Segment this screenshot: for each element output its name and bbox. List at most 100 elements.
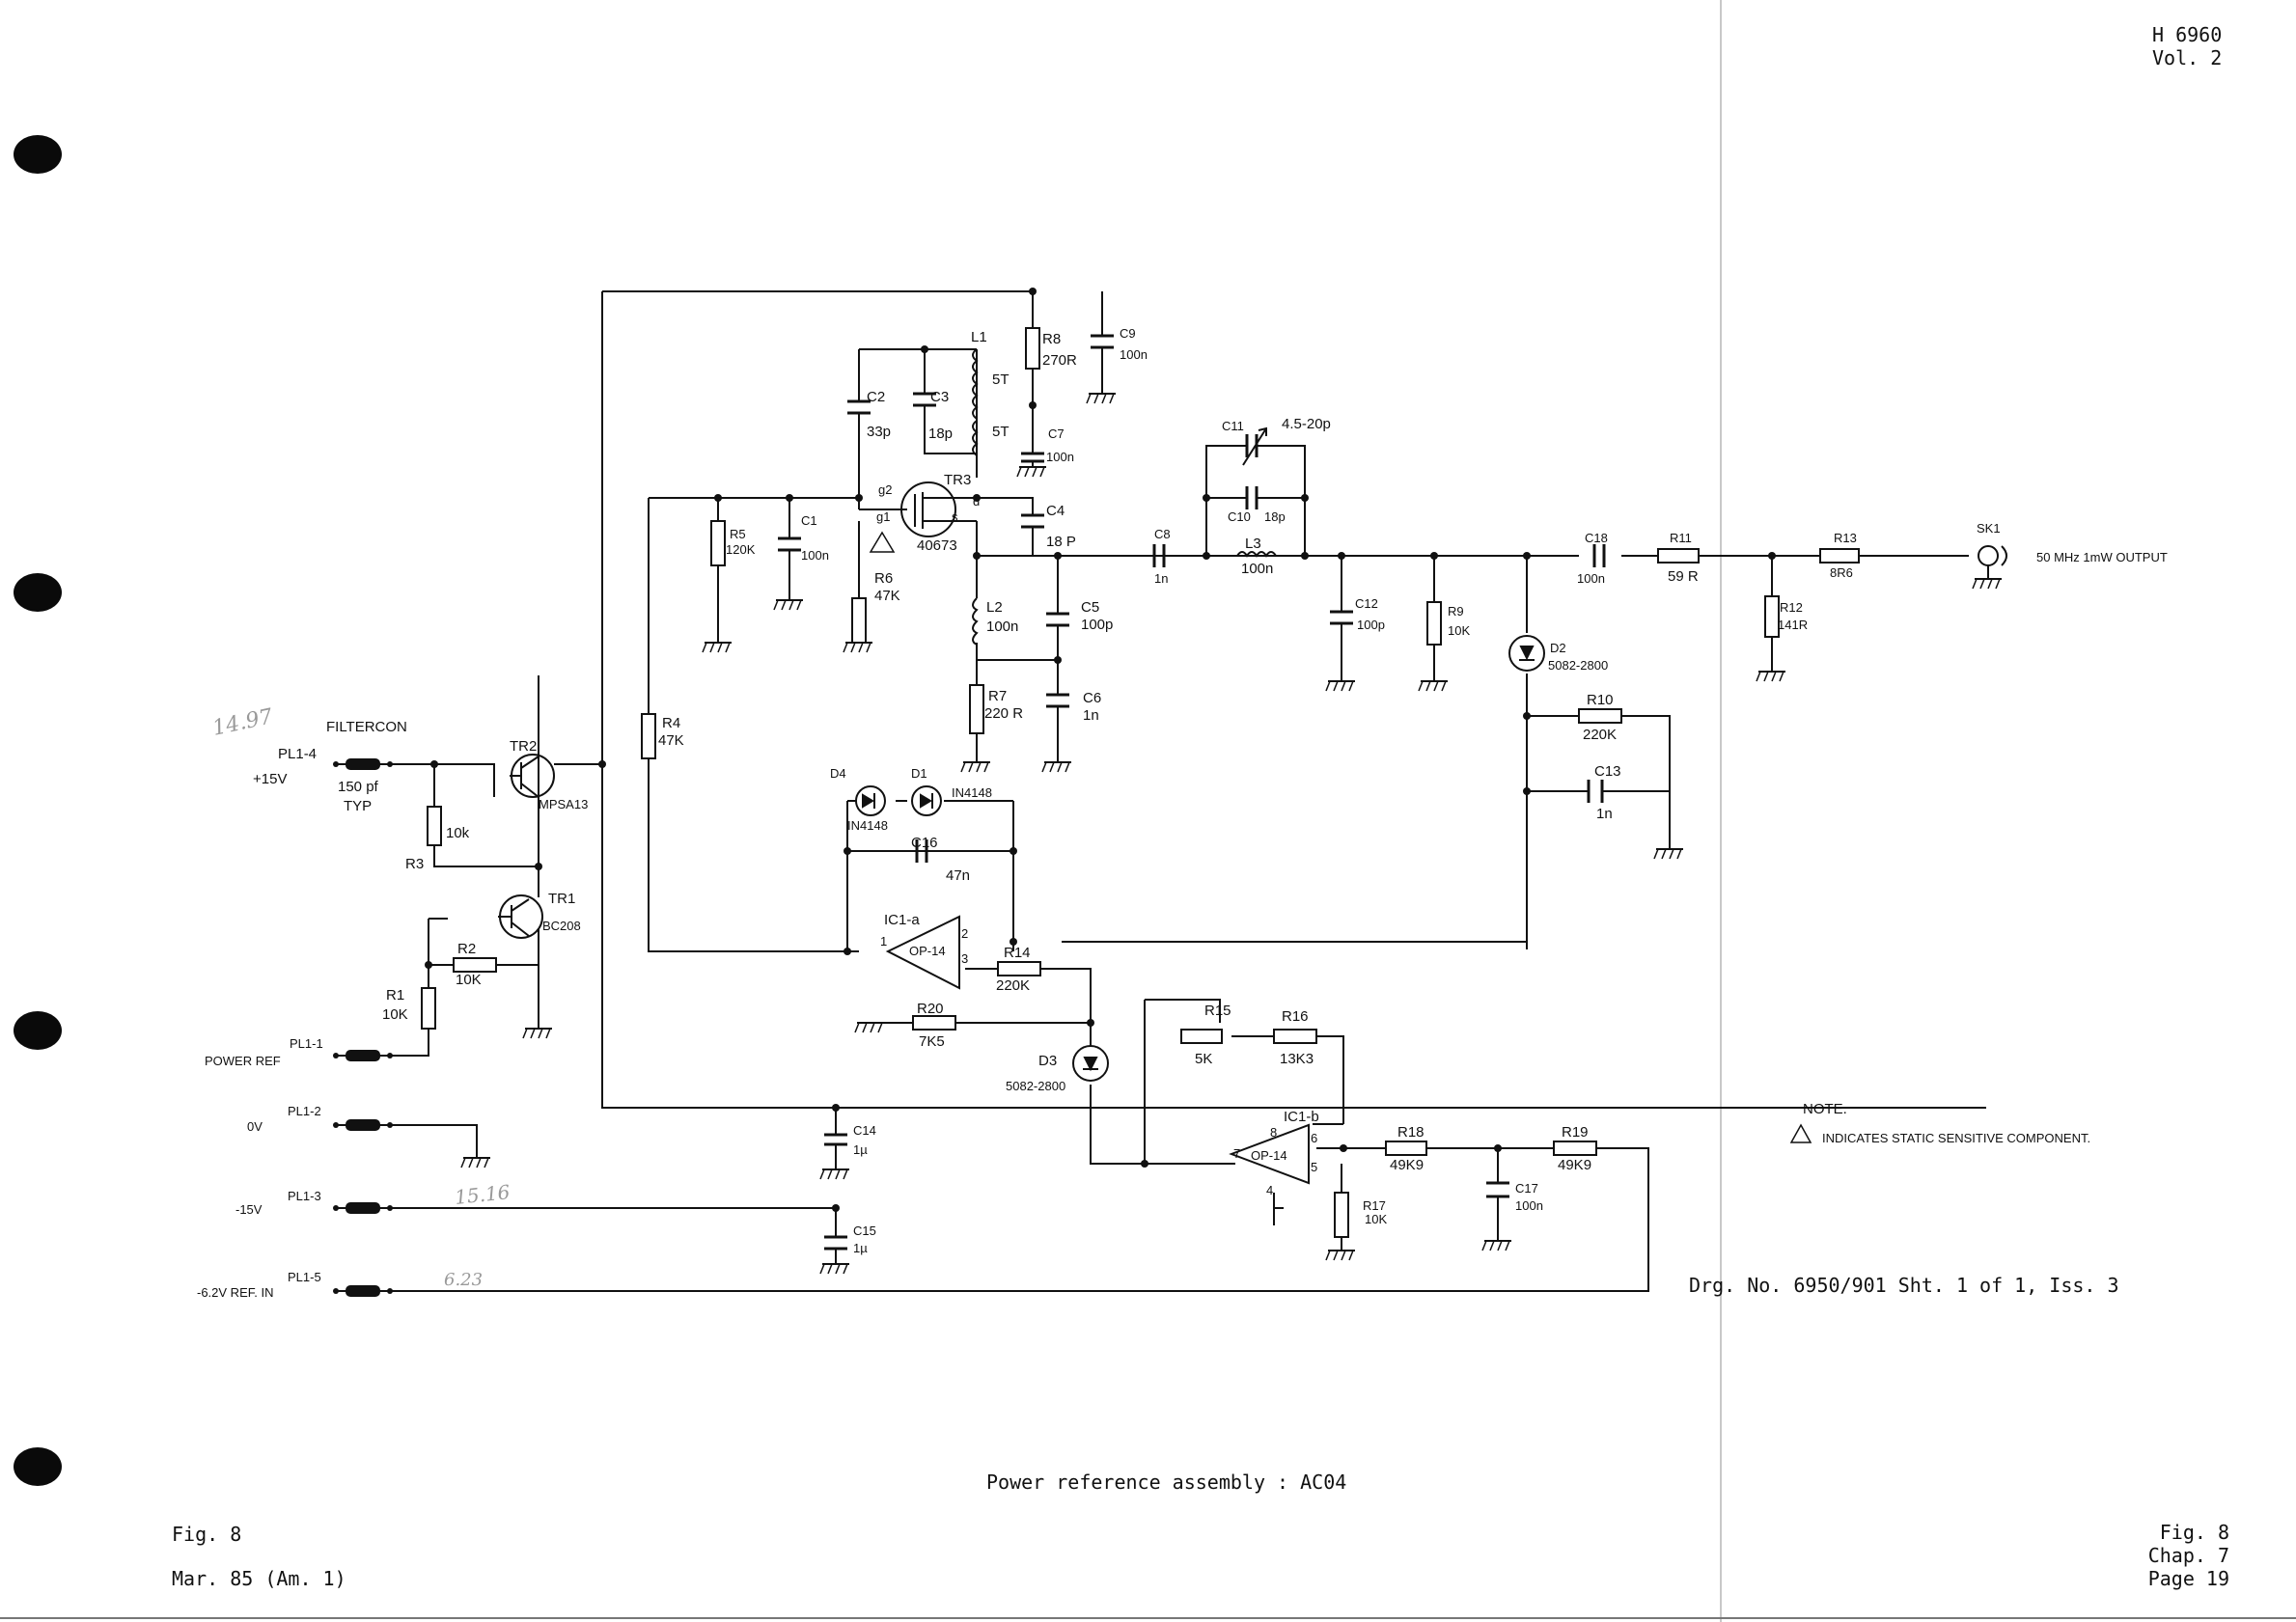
ic1a-label: IC1-a bbox=[884, 912, 920, 928]
drawing-number: Drg. No. 6950/901 Sht. 1 of 1, Iss. 3 bbox=[1689, 1274, 2119, 1297]
c16-label: C16 bbox=[911, 835, 938, 851]
r19-value: 49K9 bbox=[1558, 1157, 1591, 1173]
r14-value: 220K bbox=[996, 977, 1030, 994]
r11-label: R11 bbox=[1670, 531, 1692, 545]
c15-value: 1µ bbox=[853, 1241, 868, 1255]
ic1a-pin3: 3 bbox=[961, 951, 968, 966]
pl1-1-label: PL1-1 bbox=[290, 1036, 323, 1051]
static-warning-icon bbox=[869, 531, 896, 553]
c12-label: C12 bbox=[1355, 596, 1378, 611]
tr3-s: s bbox=[952, 509, 958, 524]
trimmer-arrow bbox=[1242, 426, 1267, 466]
r9-label: R9 bbox=[1448, 604, 1464, 619]
c11-value: 4.5-20p bbox=[1282, 416, 1331, 432]
r16-value: 13K3 bbox=[1280, 1051, 1314, 1067]
sk1-label: SK1 bbox=[1977, 521, 2001, 536]
filter-typ: TYP bbox=[344, 798, 372, 814]
r2-value: 10K bbox=[456, 972, 482, 988]
r17-label: R17 bbox=[1363, 1198, 1386, 1213]
tr3-g1: g1 bbox=[876, 509, 890, 524]
binder-hole bbox=[14, 1447, 62, 1486]
c14-value: 1µ bbox=[853, 1142, 868, 1157]
d1-type: IN4148 bbox=[952, 785, 992, 800]
c13-value: 1n bbox=[1596, 806, 1613, 822]
r6-value: 47K bbox=[874, 588, 900, 604]
l3-label: L3 bbox=[1245, 536, 1261, 552]
c7-label: C7 bbox=[1048, 426, 1065, 441]
footer-page: Page 19 bbox=[2147, 1567, 2229, 1590]
d4-type: IN4148 bbox=[847, 818, 888, 833]
d3-type: 5082-2800 bbox=[1006, 1079, 1065, 1093]
ic1b-type: OP-14 bbox=[1251, 1148, 1287, 1163]
r13-label: R13 bbox=[1834, 531, 1857, 545]
r5-label: R5 bbox=[730, 527, 746, 541]
l2-label: L2 bbox=[986, 599, 1003, 616]
note-text: INDICATES STATIC SENSITIVE COMPONENT. bbox=[1822, 1131, 2090, 1145]
binder-hole bbox=[14, 135, 62, 174]
c1-label: C1 bbox=[801, 513, 817, 528]
tr2-label: TR2 bbox=[510, 738, 537, 755]
pl1-2-label: PL1-2 bbox=[288, 1104, 321, 1118]
d1-label: D1 bbox=[911, 766, 927, 781]
filter-value: 150 pf bbox=[338, 779, 379, 795]
r14-label: R14 bbox=[1004, 945, 1031, 961]
c18-value: 100n bbox=[1577, 571, 1605, 586]
c4-value: 18 P bbox=[1046, 534, 1076, 550]
filtercon-connectors bbox=[332, 757, 394, 1298]
c6-value: 1n bbox=[1083, 707, 1099, 724]
footer-date: Mar. 85 (Am. 1) bbox=[172, 1567, 346, 1590]
pl1-1-net: POWER REF bbox=[205, 1054, 281, 1068]
c4-label: C4 bbox=[1046, 503, 1065, 519]
r19-label: R19 bbox=[1562, 1124, 1589, 1141]
tr3-label: TR3 bbox=[944, 472, 971, 488]
d3-label: D3 bbox=[1038, 1053, 1057, 1069]
l3-value: 100n bbox=[1241, 561, 1273, 577]
c2-label: C2 bbox=[867, 389, 885, 405]
r8-label: R8 bbox=[1042, 331, 1061, 347]
note-warning-icon bbox=[1789, 1123, 1812, 1143]
ic1a-pin1: 1 bbox=[880, 934, 887, 948]
ic1b-pin4: 4 bbox=[1266, 1183, 1273, 1197]
pl1-4-label: PL1-4 bbox=[278, 746, 317, 762]
r17-value: 10K bbox=[1365, 1212, 1387, 1226]
r13-value: 8R6 bbox=[1830, 565, 1853, 580]
tr3-d: d bbox=[973, 494, 980, 509]
pl1-3-net: -15V bbox=[235, 1202, 263, 1217]
r12-label: R12 bbox=[1780, 600, 1803, 615]
c16-value: 47n bbox=[946, 867, 970, 884]
tr3-g2: g2 bbox=[878, 482, 892, 497]
l1-turns-1: 5T bbox=[992, 371, 1010, 388]
resistor-bodies bbox=[421, 327, 1860, 1238]
c5-value: 100p bbox=[1081, 617, 1113, 633]
footer-figure-left: Fig. 8 bbox=[172, 1523, 242, 1546]
r4-label: R4 bbox=[662, 715, 680, 731]
d2-type: 5082-2800 bbox=[1548, 658, 1608, 673]
transistor-symbols bbox=[498, 481, 977, 939]
handwritten-6-23: 6.23 bbox=[444, 1270, 483, 1290]
c18-label: C18 bbox=[1585, 531, 1608, 545]
r4-value: 47K bbox=[658, 732, 684, 749]
c12-value: 100p bbox=[1357, 618, 1385, 632]
d2-label: D2 bbox=[1550, 641, 1566, 655]
wires bbox=[390, 290, 1986, 1292]
binder-hole bbox=[14, 573, 62, 612]
note-title: NOTE. bbox=[1803, 1101, 1847, 1117]
binder-hole bbox=[14, 1011, 62, 1050]
page-bottom-edge bbox=[0, 1617, 2296, 1619]
footer-chapter: Chap. 7 bbox=[2147, 1544, 2229, 1567]
c7-value: 100n bbox=[1046, 450, 1074, 464]
r15-value: 5K bbox=[1195, 1051, 1212, 1067]
footer-figure-right: Fig. 8 bbox=[2159, 1521, 2229, 1544]
tr1-type: BC208 bbox=[542, 919, 581, 933]
d4-label: D4 bbox=[830, 766, 846, 781]
c17-value: 100n bbox=[1515, 1198, 1543, 1213]
tr3-type: 40673 bbox=[917, 537, 957, 554]
r3-value: 10k bbox=[446, 825, 470, 841]
figure-caption: Power reference assembly : AC04 bbox=[986, 1471, 1347, 1494]
c6-label: C6 bbox=[1083, 690, 1101, 706]
r10-label: R10 bbox=[1587, 692, 1614, 708]
c2-value: 33p bbox=[867, 424, 891, 440]
pl1-5-label: PL1-5 bbox=[288, 1270, 321, 1284]
ic1b-label: IC1-b bbox=[1284, 1109, 1319, 1125]
